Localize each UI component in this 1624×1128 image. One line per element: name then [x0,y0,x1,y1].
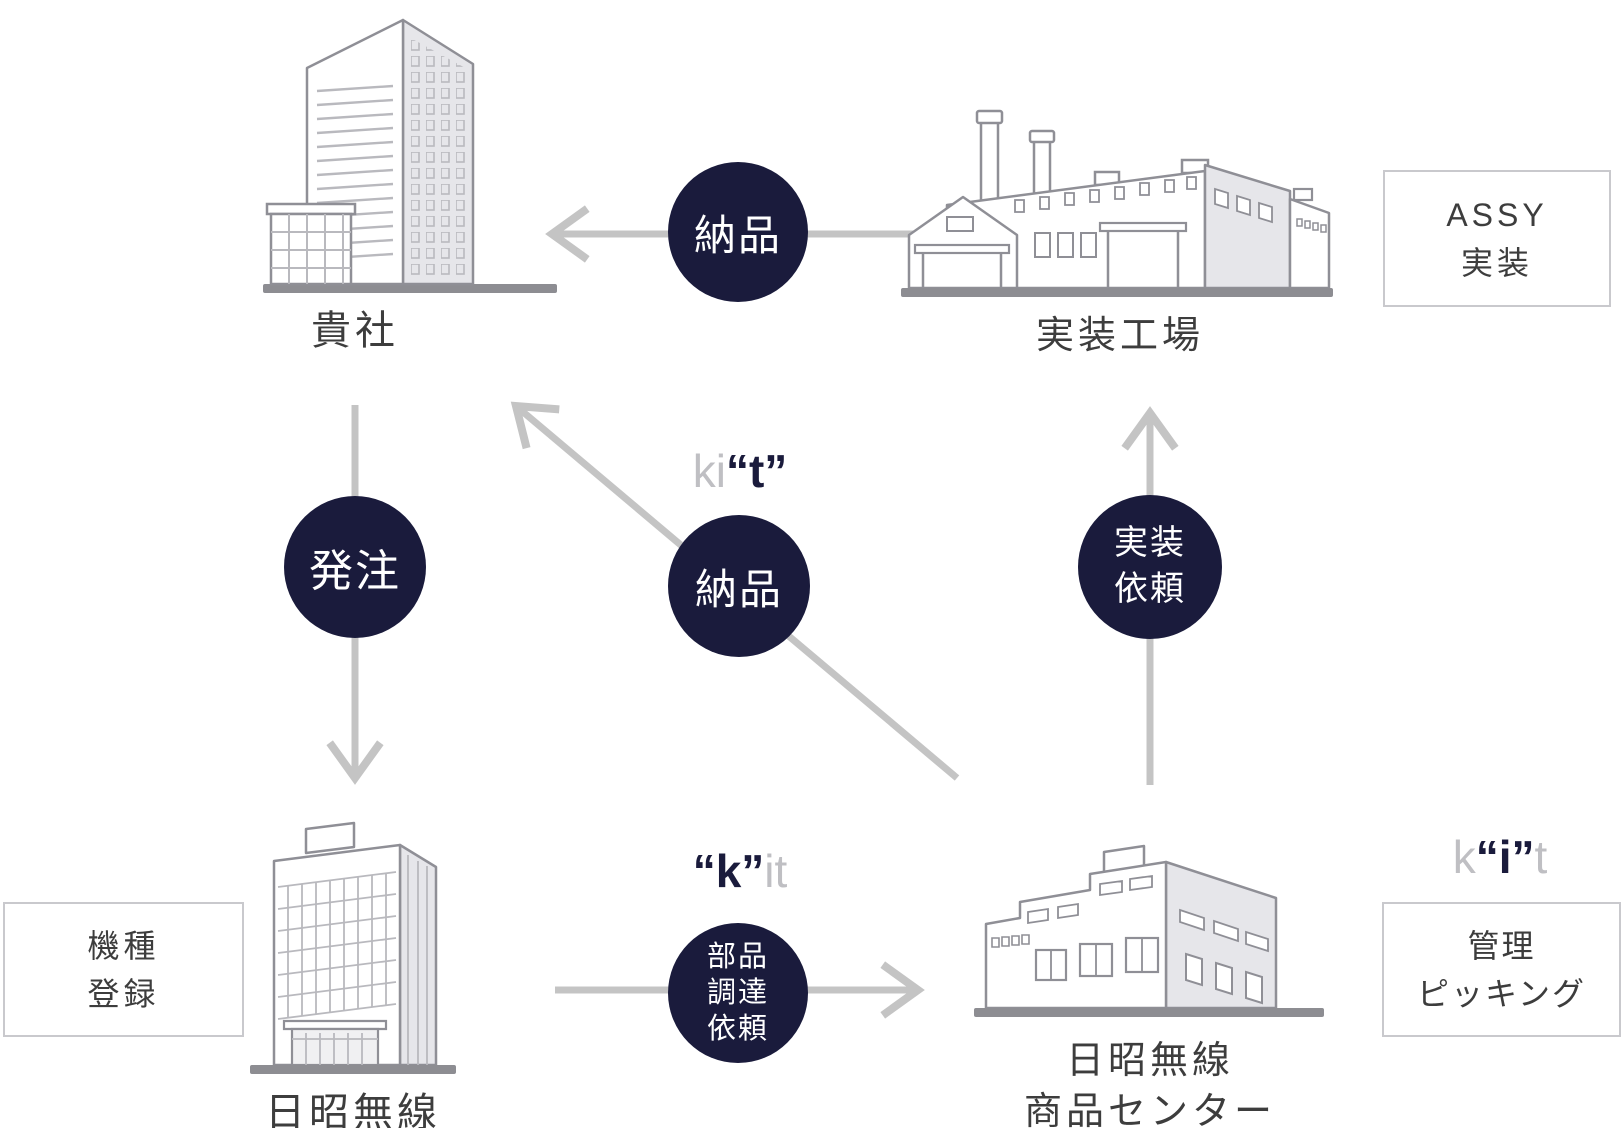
kit-word-t: ki“t” [640,448,840,494]
kit-word-k-muted: it [764,845,788,897]
order-badge-label: 発注 [309,547,401,596]
kit-word-i: k“i”t [1400,834,1600,880]
delivery-badge-top-label: 納品 [693,211,782,259]
management-picking-line2: ピッキング [1416,975,1587,1012]
parts-procurement-line3: 依頼 [706,1013,769,1046]
product-center-label-line1: 日昭無線 [1065,1040,1234,1082]
model-registration-box: 機種 登録 [3,902,244,1037]
kit-word-i-muted-left: k [1452,831,1476,883]
mounting-factory-label: 実装工場 [1035,315,1204,357]
kit-delivery-badge: 納品 [668,515,810,657]
your-company-building-illustration [263,18,557,293]
kit-word-t-accent: “t” [725,445,788,497]
delivery-badge-top: 納品 [668,162,808,302]
kit-word-i-muted-right: t [1534,831,1548,883]
management-picking-box: 管理 ピッキング [1382,902,1621,1037]
nissho-musen-label: 日昭無線 [265,1091,441,1128]
product-center-label-line2: 商品センター [1023,1091,1276,1128]
your-company-label: 貴社 [311,309,399,353]
parts-procurement-line1: 部品 [706,940,769,973]
assy-box-line1: ASSY [1446,196,1548,233]
mounting-request-badge: 実装 依頼 [1078,495,1222,639]
mounting-request-line2: 依頼 [1114,570,1186,608]
parts-procurement-badge: 部品 調達 依頼 [668,923,808,1063]
product-center-building-illustration [974,844,1324,1017]
model-registration-line1: 機種 [87,927,160,964]
kit-word-k-accent: “k” [692,845,765,897]
assy-box-line2: 実装 [1460,244,1533,281]
mounting-request-line1: 実装 [1114,524,1186,563]
nissho-musen-building-illustration [250,821,456,1074]
kit-delivery-badge-label: 納品 [694,565,783,613]
model-registration-line2: 登録 [87,975,160,1012]
parts-procurement-line2: 調達 [706,976,769,1009]
mounting-factory-building-illustration [901,109,1333,297]
product-center-label: 日昭無線 商品センター [990,1036,1310,1128]
kit-word-k: “k”it [640,848,840,894]
kit-word-i-accent: “i” [1475,831,1535,883]
kit-word-t-muted: ki [692,445,726,497]
order-badge: 発注 [284,496,426,638]
management-picking-line1: 管理 [1467,927,1536,964]
assy-mounting-box: ASSY 実装 [1383,170,1611,307]
